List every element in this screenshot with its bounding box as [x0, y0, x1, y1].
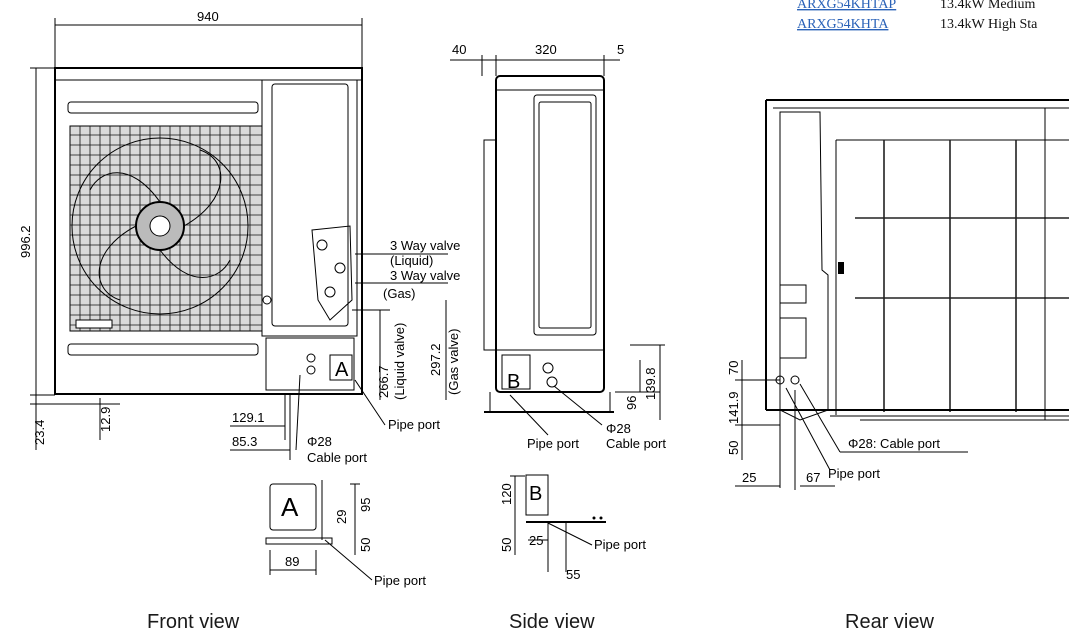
front-view: 940 996.2 23.4 12.9: [18, 9, 461, 465]
front-marker-a: A: [335, 359, 349, 381]
detail-b: B 120 50 25 55 Pipe port: [499, 474, 646, 582]
detail-a-89: 89: [285, 554, 299, 569]
detail-b-pipe-port: Pipe port: [594, 537, 646, 552]
side-marker-b: B: [507, 371, 520, 393]
front-liquid-label: (Liquid): [390, 253, 433, 268]
front-base-dim: 23.4: [32, 420, 47, 445]
front-gas-label: (Gas): [383, 286, 416, 301]
side-5-dim: 5: [617, 42, 624, 57]
rear-50-dim: 50: [726, 441, 741, 455]
detail-a: A 89 95 29 50 Pipe port: [265, 480, 426, 588]
detail-a-29: 29: [334, 510, 349, 524]
detail-a-marker: A: [281, 492, 299, 522]
front-foot-dim: 12.9: [98, 407, 113, 432]
caption-side-view: Side view: [509, 611, 595, 632]
side-40-dim: 40: [452, 42, 466, 57]
model-link-1[interactable]: ARXG54KHTAP: [797, 0, 896, 12]
rear-1419-dim: 141.9: [726, 391, 741, 424]
model-list: ARXG54KHTAP 13.4kW Medium ARXG54KHTA 13.…: [797, 0, 1038, 32]
front-2972-dim: 297.2: [428, 343, 443, 376]
detail-a-95: 95: [358, 498, 373, 512]
caption-front-view: Front view: [147, 611, 240, 632]
rear-cable-port: Φ28: Cable port: [848, 436, 940, 451]
front-2667-dim: 266.7: [376, 365, 391, 398]
side-cable-port: Cable port: [606, 436, 666, 451]
rear-67-dim: 67: [806, 470, 820, 485]
side-view: 40 320 5 B 96 139.8 Pipe port Φ28 Cable …: [450, 42, 666, 451]
model-desc-1: 13.4kW Medium: [940, 0, 1036, 12]
detail-a-pipe-port: Pipe port: [374, 573, 426, 588]
detail-b-25: 25: [529, 533, 543, 548]
detail-b-marker: B: [529, 483, 542, 505]
front-phi28: Φ28: [307, 434, 332, 449]
rear-25-dim: 25: [742, 470, 756, 485]
front-liquid-valve: (Liquid valve): [392, 323, 407, 400]
side-1398-dim: 139.8: [643, 367, 658, 400]
rear-pipe-port: Pipe port: [828, 466, 880, 481]
front-height-dim: 996.2: [18, 225, 33, 258]
front-gas-valve: (Gas valve): [446, 329, 461, 395]
detail-b-50: 50: [499, 538, 514, 552]
side-pipe-port: Pipe port: [527, 436, 579, 451]
front-three-way-1: 3 Way valve: [390, 238, 460, 253]
rear-70-dim: 70: [726, 361, 741, 375]
front-853-dim: 85.3: [232, 434, 257, 449]
model-link-2[interactable]: ARXG54KHTA: [797, 17, 889, 32]
rear-view: 70 141.9 50 25 67 Φ28: Cable port Pipe p…: [726, 99, 1069, 490]
side-320-dim: 320: [535, 42, 557, 57]
front-1291-dim: 129.1: [232, 410, 265, 425]
caption-rear-view: Rear view: [845, 611, 934, 632]
side-phi28: Φ28: [606, 421, 631, 436]
model-desc-2: 13.4kW High Sta: [940, 17, 1038, 32]
detail-b-120: 120: [499, 483, 514, 505]
front-width-dim: 940: [197, 9, 219, 24]
detail-a-50: 50: [358, 538, 373, 552]
front-pipe-port: Pipe port: [388, 417, 440, 432]
detail-b-55: 55: [566, 567, 580, 582]
front-three-way-2: 3 Way valve: [390, 268, 460, 283]
front-cable-port: Cable port: [307, 450, 367, 465]
side-96-dim: 96: [624, 396, 639, 410]
